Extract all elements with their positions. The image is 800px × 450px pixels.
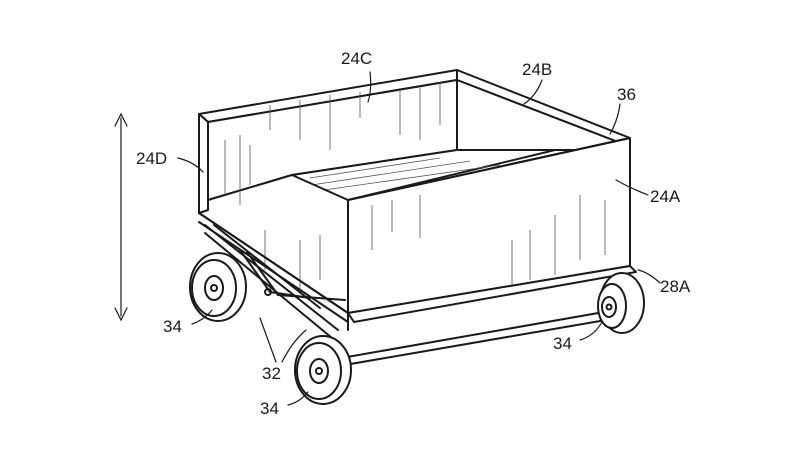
label-32: 32: [262, 364, 281, 383]
label-24c: 24C: [341, 49, 372, 68]
leader-lines: [177, 71, 661, 406]
wall-hatching: [224, 82, 606, 290]
label-34-front: 34: [260, 399, 279, 418]
label-24b: 24B: [522, 60, 552, 79]
axle: [329, 311, 607, 368]
wheel-left-rear: [189, 252, 247, 322]
scissor-linkage: [204, 224, 346, 339]
label-24a: 24A: [650, 187, 681, 206]
wheel-left-front: [294, 335, 352, 405]
label-28a: 28A: [660, 277, 691, 296]
label-34-right: 34: [553, 334, 572, 353]
front-wall-top-edge: [347, 137, 631, 201]
right-rear-wall: [456, 69, 631, 151]
label-34-rear: 34: [163, 317, 182, 336]
wheel-right: [597, 272, 645, 334]
label-24d: 24D: [136, 149, 167, 168]
floor-hatching: [304, 157, 501, 193]
label-36: 36: [617, 85, 636, 104]
height-arrow: [114, 112, 128, 322]
reference-numerals: 24C 24B 36 24D 24A 28A 34 32 34 34: [136, 49, 691, 418]
